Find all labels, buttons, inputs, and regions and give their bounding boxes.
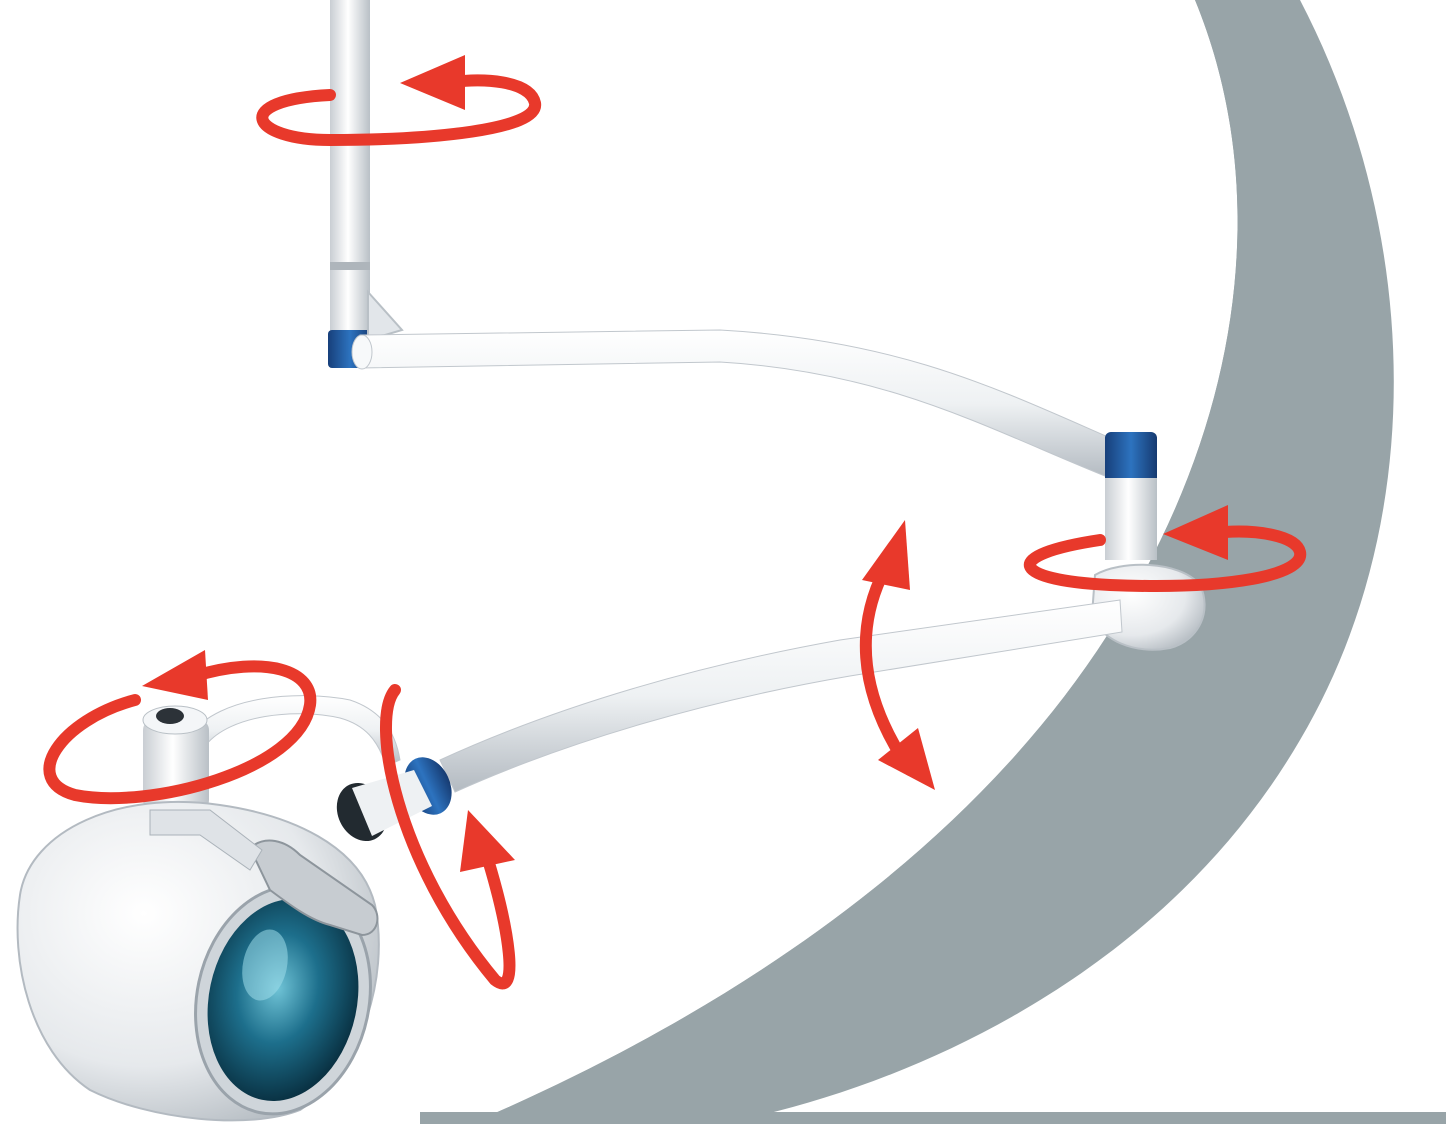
upper-arm-end — [351, 334, 373, 370]
background-swoosh-inner — [470, 0, 1394, 1124]
rotate-handle-arrow — [380, 684, 516, 990]
ceiling-column — [330, 0, 370, 335]
column-joint-ring — [330, 262, 370, 270]
tilt-arm-arrowhead-bottom — [878, 728, 935, 790]
background-swoosh-right-fill — [720, 0, 1446, 1124]
rotate-elbow-arrowhead — [1163, 505, 1228, 560]
rotate-column-arrowhead — [400, 55, 465, 110]
rotate-handle-arrowhead — [460, 810, 515, 872]
lower-arm-socket-body — [352, 770, 432, 836]
lamp-yoke-knob — [156, 708, 184, 724]
lamp-lens — [207, 899, 359, 1101]
tilt-arm-arrowhead-top — [862, 520, 910, 590]
lamp-handle — [248, 839, 379, 937]
lower-arm — [439, 599, 1123, 793]
elbow-post — [1105, 478, 1157, 560]
rotate-head-arrow — [43, 660, 317, 805]
column-bracket — [367, 289, 404, 342]
upper-arm — [359, 329, 1116, 479]
elbow-blue-cap — [1105, 432, 1157, 484]
rotate-column-arrow — [256, 74, 541, 147]
bottom-strip — [420, 1112, 1446, 1124]
lamp-handle-arm — [149, 809, 263, 871]
rotate-head-arrowhead — [142, 650, 208, 700]
lamp-gooseneck — [189, 695, 401, 767]
rotate-elbow-arrow — [1024, 525, 1307, 592]
lamp-lens-highlight — [242, 929, 288, 1001]
